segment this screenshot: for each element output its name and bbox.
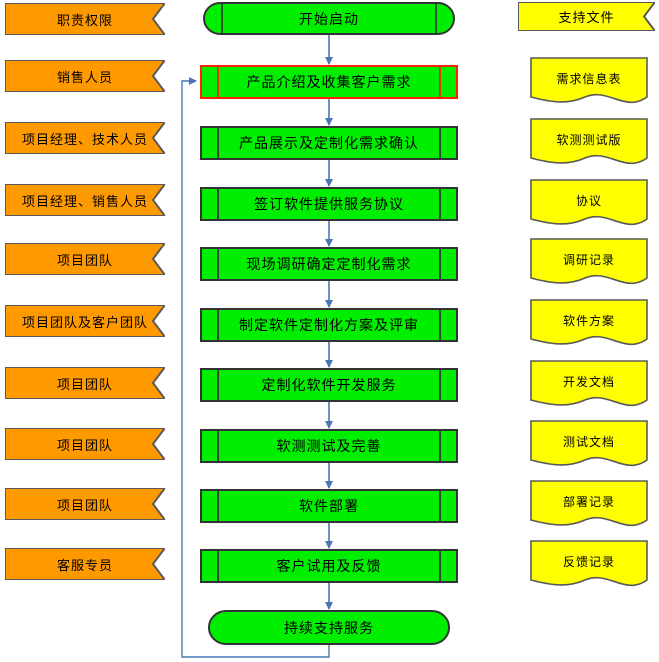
feedback-loop-connector	[181, 77, 330, 658]
flow-step-2[interactable]: 产品展示及定制化需求确认	[200, 126, 458, 160]
document-item-2-label: 软测测试版	[556, 133, 622, 147]
flow-step-7[interactable]: 软测测试及完善	[200, 429, 458, 463]
role-item-7: 项目团队	[5, 428, 165, 460]
flow-step-9-label: 客户试用及反馈	[276, 559, 382, 575]
role-item-5: 项目团队及客户团队	[5, 305, 165, 337]
flow-step-8-label: 软件部署	[299, 499, 359, 515]
flow-start-label: 开始启动	[299, 11, 359, 28]
document-item-9: 反馈记录	[530, 540, 648, 590]
flow-step-4[interactable]: 现场调研确定定制化需求	[200, 247, 458, 281]
flow-step-7-label: 软测测试及完善	[276, 439, 382, 455]
flow-step-3[interactable]: 签订软件提供服务协议	[200, 187, 458, 221]
documents-column-header: 支持文件	[518, 2, 655, 31]
document-item-6: 开发文档	[530, 360, 648, 410]
role-item-2: 项目经理、技术人员	[5, 122, 165, 154]
document-item-5: 软件方案	[530, 299, 648, 349]
flow-start-terminator: 开始启动	[203, 2, 455, 35]
flow-step-6[interactable]: 定制化软件开发服务	[200, 368, 458, 402]
document-item-2: 软测测试版	[530, 118, 648, 168]
flow-step-3-label: 签订软件提供服务协议	[254, 197, 404, 213]
document-item-6-label: 开发文档	[562, 375, 615, 389]
document-item-1-label: 需求信息表	[556, 72, 622, 86]
role-item-9: 客服专员	[5, 548, 165, 580]
document-item-8: 部署记录	[530, 480, 648, 530]
document-item-3-label: 协议	[575, 194, 602, 208]
flow-step-6-label: 定制化软件开发服务	[261, 378, 397, 394]
role-item-3: 项目经理、销售人员	[5, 184, 165, 216]
flow-step-1[interactable]: 产品介绍及收集客户需求	[200, 65, 458, 99]
role-item-8: 项目团队	[5, 488, 165, 520]
document-item-7-label: 测试文档	[562, 435, 615, 449]
role-item-1: 销售人员	[5, 60, 165, 92]
role-item-4: 项目团队	[5, 243, 165, 275]
roles-column-header: 职责权限	[5, 3, 165, 35]
flow-step-9[interactable]: 客户试用及反馈	[200, 549, 458, 583]
flow-step-4-label: 现场调研确定定制化需求	[246, 257, 412, 273]
flow-end-label: 持续支持服务	[284, 620, 374, 637]
document-item-1: 需求信息表	[530, 57, 648, 107]
document-item-3: 协议	[530, 179, 648, 229]
flow-step-2-label: 产品展示及定制化需求确认	[239, 136, 419, 152]
flow-step-1-label: 产品介绍及收集客户需求	[246, 75, 412, 91]
document-item-5-label: 软件方案	[562, 314, 615, 328]
flow-end-terminator: 持续支持服务	[208, 610, 450, 645]
document-item-7: 测试文档	[530, 420, 648, 470]
document-item-8-label: 部署记录	[562, 495, 615, 509]
role-item-6: 项目团队	[5, 367, 165, 399]
flow-step-8[interactable]: 软件部署	[200, 489, 458, 523]
flow-step-5-label: 制定软件定制化方案及评审	[239, 318, 419, 334]
document-item-9-label: 反馈记录	[562, 555, 615, 569]
flow-step-5[interactable]: 制定软件定制化方案及评审	[200, 308, 458, 342]
document-item-4: 调研记录	[530, 238, 648, 288]
document-item-4-label: 调研记录	[562, 253, 615, 267]
